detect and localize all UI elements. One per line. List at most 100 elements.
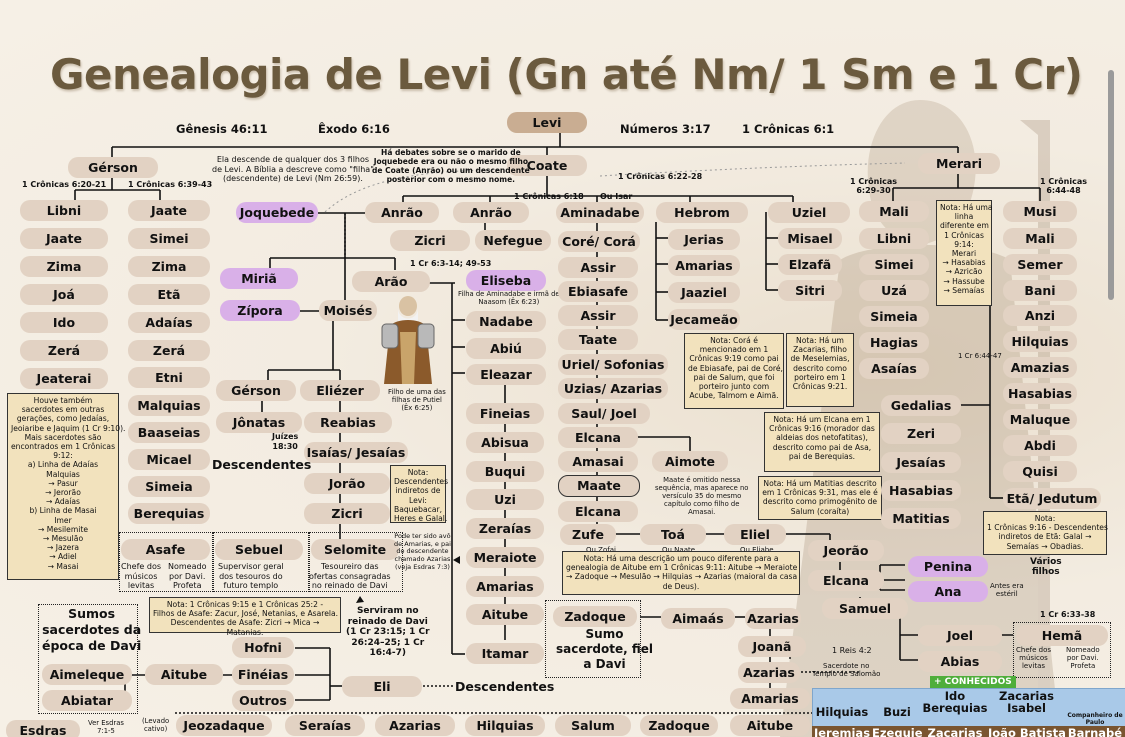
person-asafe[interactable]: Asafe xyxy=(121,539,210,560)
person-hagias[interactable]: Hagias xyxy=(859,332,929,353)
person-eliel[interactable]: Eliel xyxy=(724,524,786,545)
conhecidos-child-2[interactable]: Zacarias xyxy=(922,726,988,737)
person-merari[interactable]: Merari xyxy=(918,153,1000,174)
person-zeri[interactable]: Zeri xyxy=(881,423,961,444)
person-jeorao[interactable]: Jeorão xyxy=(808,540,884,561)
person-mali[interactable]: Mali xyxy=(859,201,929,222)
person-toa[interactable]: Toá xyxy=(640,524,706,545)
person-moises[interactable]: Moisés xyxy=(319,300,377,321)
person-joana[interactable]: Joanã xyxy=(738,636,806,657)
person-jaate[interactable]: Jaate xyxy=(20,228,108,249)
person-elcana[interactable]: Elcana xyxy=(558,427,638,448)
person-azarias-2[interactable]: Azarias xyxy=(738,662,800,683)
person-ana[interactable]: Ana xyxy=(908,581,988,602)
person-uzi[interactable]: Uzi xyxy=(466,489,544,510)
person-jorao[interactable]: Jorão xyxy=(304,473,390,494)
person-reabias[interactable]: Reabias xyxy=(304,412,392,433)
person-elcana-3[interactable]: Elcana xyxy=(808,570,884,591)
person-etni[interactable]: Etni xyxy=(128,367,210,388)
person-semer[interactable]: Semer xyxy=(1003,254,1077,275)
person-hema[interactable]: Hemã xyxy=(1016,625,1108,646)
person-ido[interactable]: Ido xyxy=(20,312,108,333)
person-abiatar[interactable]: Abiatar xyxy=(42,690,132,711)
person-assir[interactable]: Assir xyxy=(558,257,638,278)
person-hasabias-2[interactable]: Hasabias xyxy=(881,480,961,501)
person-joel[interactable]: Joel xyxy=(918,625,1002,646)
person-jeaterai[interactable]: Jeaterai xyxy=(20,368,108,389)
person-isaias[interactable]: Isaías/ Jesaías xyxy=(304,442,408,463)
person-simei[interactable]: Simei xyxy=(128,228,210,249)
conhecidos-child-0[interactable]: Jeremias xyxy=(812,726,872,737)
person-itamar[interactable]: Itamar xyxy=(466,643,544,664)
person-samuel[interactable]: Samuel xyxy=(822,598,908,619)
person-amarias[interactable]: Amarias xyxy=(466,576,544,597)
person-simeia-2[interactable]: Simeia xyxy=(859,306,929,327)
person-salum[interactable]: Salum xyxy=(555,715,631,736)
person-assir-2[interactable]: Assir xyxy=(558,305,638,326)
person-amazias[interactable]: Amazias xyxy=(1003,357,1077,378)
person-matitias[interactable]: Matitias xyxy=(881,508,961,529)
person-abiu[interactable]: Abiú xyxy=(466,338,546,359)
person-mali-2[interactable]: Mali xyxy=(1003,228,1077,249)
person-maluque[interactable]: Maluque xyxy=(1003,409,1077,430)
person-ebiasafe[interactable]: Ebiasafe xyxy=(558,281,638,302)
person-eliseba[interactable]: Eliseba xyxy=(466,270,546,291)
person-jaaziel[interactable]: Jaaziel xyxy=(668,282,740,303)
person-libni[interactable]: Libni xyxy=(20,200,108,221)
person-seraias[interactable]: Seraías xyxy=(285,715,365,736)
person-elzafa[interactable]: Elzafã xyxy=(778,254,842,275)
person-gerson[interactable]: Gérson xyxy=(68,157,158,178)
person-anrao[interactable]: Anrão xyxy=(365,202,439,223)
person-penina[interactable]: Penina xyxy=(908,556,988,577)
person-nefegue[interactable]: Nefegue xyxy=(475,230,551,251)
person-joa[interactable]: Joá xyxy=(20,284,108,305)
person-musi[interactable]: Musi xyxy=(1003,201,1077,222)
person-bani[interactable]: Bani xyxy=(1003,280,1077,301)
person-anzi[interactable]: Anzi xyxy=(1003,305,1077,326)
person-zima-2[interactable]: Zima xyxy=(128,256,210,277)
conhecidos-child-4[interactable]: Barnabé xyxy=(1065,726,1125,737)
person-zicri-2[interactable]: Zicri xyxy=(304,503,390,524)
person-hofni[interactable]: Hofni xyxy=(232,637,294,658)
person-misael[interactable]: Misael xyxy=(778,228,842,249)
person-fineias-2[interactable]: Finéias xyxy=(232,664,294,685)
conhecidos-child-3[interactable]: João Batista xyxy=(988,726,1065,737)
person-aimeleque[interactable]: Aimeleque xyxy=(42,664,132,685)
person-uzias[interactable]: Uzias/ Azarias xyxy=(558,378,668,399)
person-eta-jedutum[interactable]: Etã/ Jedutum xyxy=(1003,488,1101,509)
person-baaseias[interactable]: Baaseias xyxy=(128,422,210,443)
person-hilquias[interactable]: Hilquias xyxy=(1003,331,1077,352)
person-jerias[interactable]: Jerias xyxy=(668,229,740,250)
person-azarias-3[interactable]: Azarias xyxy=(375,715,455,736)
person-core[interactable]: Coré/ Corá xyxy=(558,231,640,252)
person-abdi[interactable]: Abdi xyxy=(1003,435,1077,456)
person-asaias[interactable]: Asaías xyxy=(859,358,929,379)
person-gerson-2[interactable]: Gérson xyxy=(216,380,296,401)
person-zera[interactable]: Zerá xyxy=(20,340,108,361)
person-joquebede[interactable]: Joquebede xyxy=(236,202,318,223)
person-amarias-2[interactable]: Amarias xyxy=(668,255,740,276)
person-arao[interactable]: Arão xyxy=(352,271,430,292)
person-micael[interactable]: Micael xyxy=(128,449,210,470)
person-levi[interactable]: Levi xyxy=(507,112,587,133)
person-buqui[interactable]: Buqui xyxy=(466,461,544,482)
person-aitube-3[interactable]: Aitube xyxy=(730,715,810,736)
person-zadoque-2[interactable]: Zadoque xyxy=(640,715,718,736)
person-libni-2[interactable]: Libni xyxy=(859,228,929,249)
person-eliezer[interactable]: Eliézer xyxy=(300,380,380,401)
person-malquias[interactable]: Malquias xyxy=(128,395,210,416)
person-eta[interactable]: Etã xyxy=(128,284,210,305)
person-eleazar[interactable]: Eleazar xyxy=(466,364,546,385)
person-zufe[interactable]: Zufe xyxy=(560,524,616,545)
person-outros[interactable]: Outros xyxy=(232,690,294,711)
person-azarias[interactable]: Azarias xyxy=(745,608,801,629)
person-hebrom[interactable]: Hebrom xyxy=(656,202,748,223)
person-aimaas[interactable]: Aimaás xyxy=(661,608,735,629)
person-zera-2[interactable]: Zerá xyxy=(128,340,210,361)
person-zima[interactable]: Zima xyxy=(20,256,108,277)
conhecidos-child-1[interactable]: Ezequiel xyxy=(872,726,922,737)
person-uza[interactable]: Uzá xyxy=(859,280,929,301)
person-quisi[interactable]: Quisi xyxy=(1003,461,1077,482)
person-nadabe[interactable]: Nadabe xyxy=(466,311,546,332)
person-simei-2[interactable]: Simei xyxy=(859,254,929,275)
